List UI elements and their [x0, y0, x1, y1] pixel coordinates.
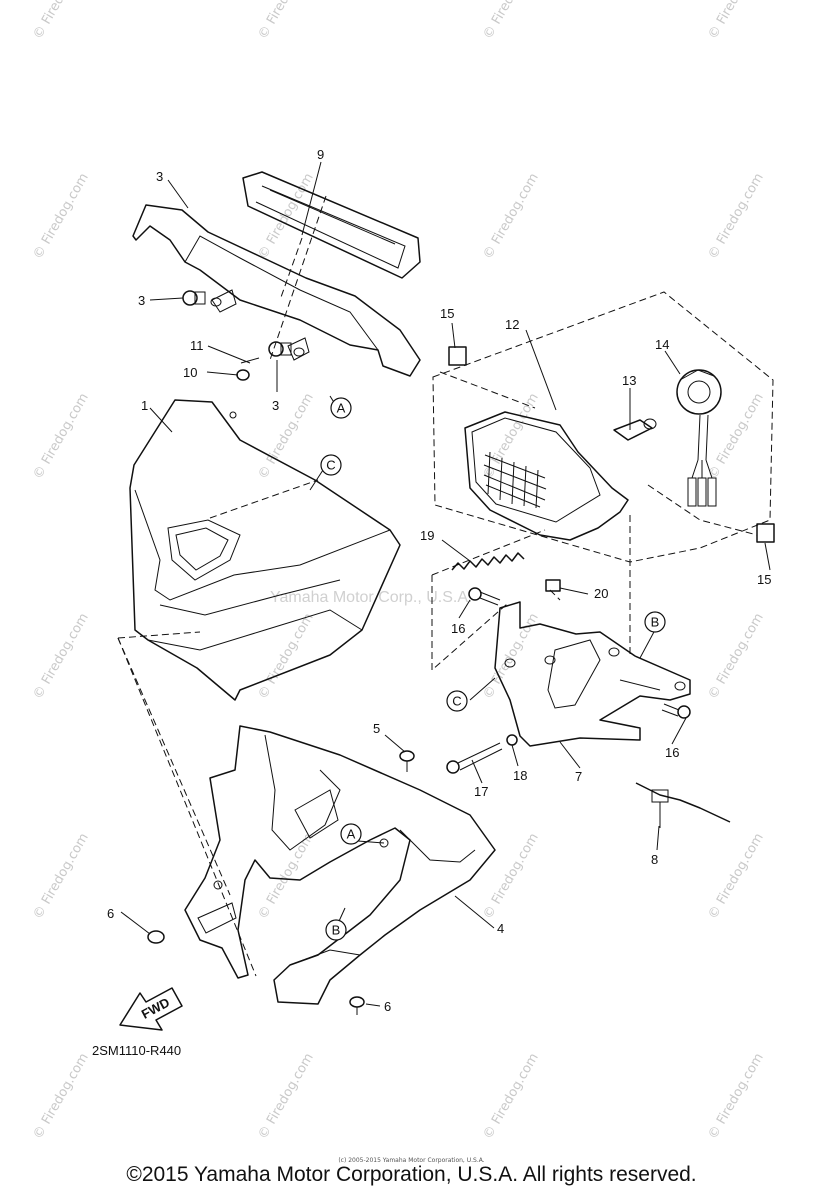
callout-4: 4	[497, 921, 504, 936]
headlight-unit	[464, 411, 629, 541]
watermark-text: © Firedog.com	[30, 391, 91, 482]
part-4-lower-cowling	[184, 725, 496, 1005]
callout-5: 5	[373, 721, 380, 736]
callout-17: 17	[474, 784, 488, 799]
part-9-meter-cover	[242, 171, 421, 279]
watermark-text: © Firedog.com	[705, 171, 766, 262]
part-5-6-fasteners	[147, 750, 415, 1015]
footer-copyright: ©2015 Yamaha Motor Corporation, U.S.A. A…	[126, 1163, 697, 1186]
watermark-text: © Firedog.com	[480, 1051, 541, 1142]
watermark-text: © Firedog.com	[255, 611, 316, 702]
part-14-socket	[676, 369, 722, 507]
part-2-fairing-bracket	[132, 204, 421, 377]
part-1-front-fairing	[129, 399, 401, 701]
part-12-headlight-assembly-outline	[432, 291, 774, 563]
callout-18: 18	[513, 768, 527, 783]
watermark-text: © Firedog.com	[705, 611, 766, 702]
watermark-text: © Firedog.com	[480, 0, 541, 42]
watermark-text: © Firedog.com	[30, 611, 91, 702]
watermark-text: © Firedog.com	[705, 831, 766, 922]
ref-c-upper: C	[326, 458, 335, 473]
callout-15b: 15	[757, 572, 771, 587]
ref-b-lower: B	[332, 923, 341, 938]
callout-7: 7	[575, 769, 582, 784]
ref-b-upper: B	[651, 615, 660, 630]
watermark-text: © Firedog.com	[705, 1051, 766, 1142]
watermark-text: © Firedog.com	[30, 0, 91, 42]
callout-1: 1	[141, 398, 148, 413]
callout-6: 6	[107, 906, 114, 921]
callout-19: 19	[420, 528, 434, 543]
part-13-bulb	[613, 418, 657, 441]
part-16-17-18-bolts	[446, 587, 691, 774]
callout-12: 12	[505, 317, 519, 332]
watermark-text: © Firedog.com	[705, 391, 766, 482]
watermark-text: © Firedog.com	[255, 1051, 316, 1142]
watermark-text: © Firedog.com	[30, 1051, 91, 1142]
part-7-bracket	[494, 601, 691, 747]
callout-14: 14	[655, 337, 669, 352]
ref-c-lower: C	[452, 694, 461, 709]
part-19-spring	[451, 552, 525, 571]
callout-15: 15	[440, 306, 454, 321]
callout-6b: 6	[384, 999, 391, 1014]
ref-a-lower: A	[347, 827, 356, 842]
watermark-text: © Firedog.com	[255, 391, 316, 482]
callout-8: 8	[651, 852, 658, 867]
watermark-text: © Firedog.com	[30, 171, 91, 262]
watermark-text: © Firedog.com	[480, 171, 541, 262]
diagram-code: 2SM1110-R440	[92, 1043, 181, 1058]
callout-3b: 3	[272, 398, 279, 413]
fwd-arrow-icon: FWD	[119, 987, 183, 1031]
watermark-text: © Firedog.com	[480, 831, 541, 922]
callout-11: 11	[190, 338, 204, 353]
assembly-guide-lines	[117, 195, 758, 977]
watermark-text: © Firedog.com	[255, 831, 316, 922]
watermark-text: © Firedog.com	[30, 831, 91, 922]
watermark-text: © Firedog.com	[705, 0, 766, 42]
center-watermark: Yamaha Motor Corp., U.S.A.	[270, 589, 472, 606]
leader-lines	[120, 161, 771, 1007]
callout-2: 3	[156, 169, 163, 184]
callout-16: 16	[451, 621, 465, 636]
part-15-clips	[448, 346, 775, 543]
reference-markers: A C B C A B	[320, 397, 666, 941]
watermark-layer: © Firedog.com © Firedog.com © Firedog.com ©…	[30, 0, 766, 1142]
part-10-11-fasteners	[236, 357, 260, 381]
part-8-harness	[635, 782, 731, 828]
callout-3: 3	[138, 293, 145, 308]
watermark-text: © Firedog.com	[255, 0, 316, 42]
part-20-nut	[545, 579, 561, 592]
callout-16b: 16	[665, 745, 679, 760]
callout-10: 10	[183, 365, 197, 380]
callout-20: 20	[594, 586, 608, 601]
footer-small-copyright: (c) 2005-2015 Yamaha Motor Corporation, …	[338, 1157, 485, 1164]
callout-numbers: 9 3 3 11 10 3 1 15 12 13 14 15 19 20 16 …	[107, 147, 771, 1014]
watermark-text: © Firedog.com	[480, 611, 541, 702]
ref-a-upper: A	[337, 401, 346, 416]
callout-9: 9	[317, 147, 324, 162]
callout-13: 13	[622, 373, 636, 388]
